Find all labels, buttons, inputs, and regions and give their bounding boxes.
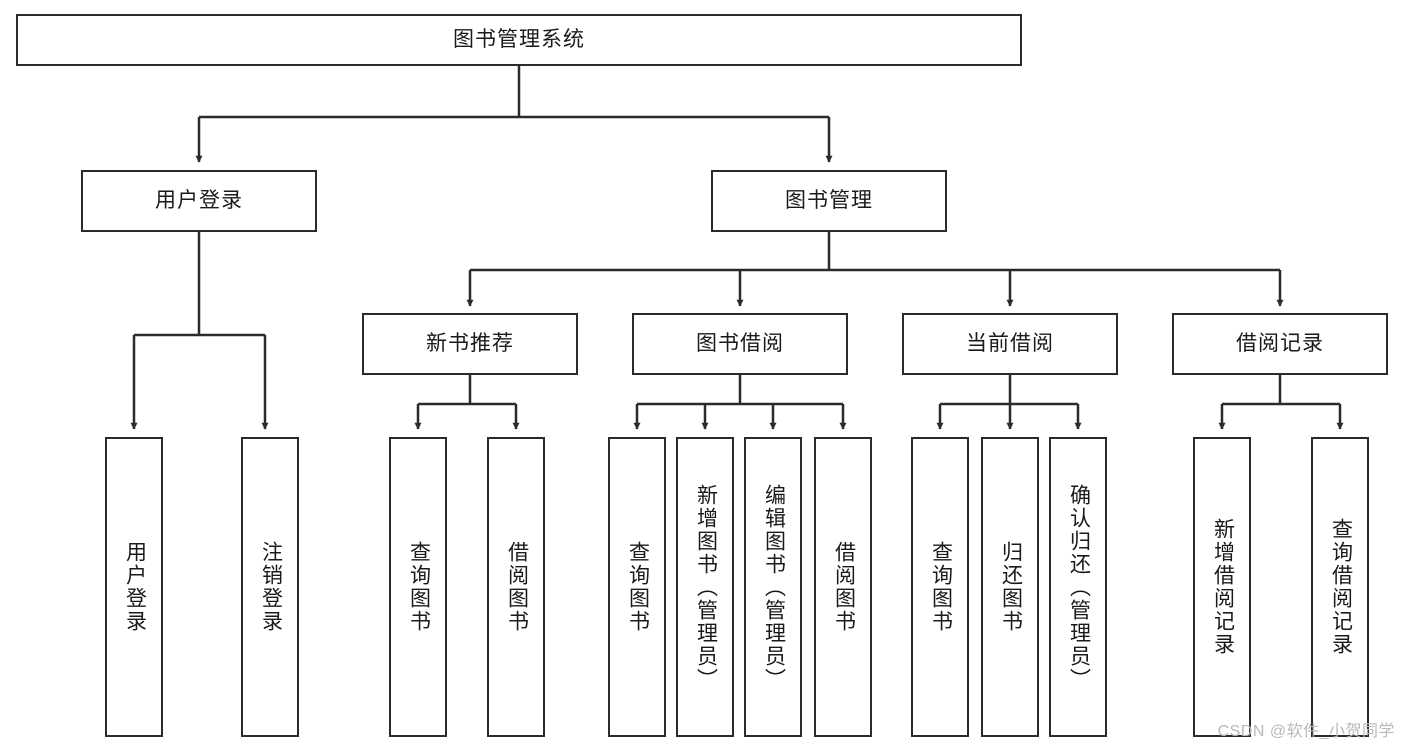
node-label: 新增图书（管理员）: [694, 483, 718, 691]
node-label: 确认归还（管理员）: [1067, 483, 1091, 691]
leaf-record-add-borrow-record[interactable]: 新增借阅记录: [1193, 437, 1251, 737]
node-book-borrowing[interactable]: 图书借阅: [632, 313, 848, 375]
leaf-book-borrow-add-book-admin[interactable]: 新增图书（管理员）: [676, 437, 734, 737]
edge-group-new-book: [414, 375, 520, 430]
node-book-management[interactable]: 图书管理: [711, 170, 947, 232]
node-new-book-recommendation[interactable]: 新书推荐: [362, 313, 578, 375]
node-label: 新书推荐: [426, 332, 514, 356]
edge-group-root: [195, 66, 833, 163]
node-label: 图书借阅: [696, 332, 784, 356]
node-label: 当前借阅: [966, 332, 1054, 356]
node-label: 查询借阅记录: [1329, 518, 1353, 656]
node-label: 编辑图书（管理员）: [762, 483, 786, 691]
leaf-book-borrow-edit-book-admin[interactable]: 编辑图书（管理员）: [744, 437, 802, 737]
edge-group-borrow-record: [1218, 375, 1344, 430]
leaf-current-borrow-query-books[interactable]: 查询图书: [911, 437, 969, 737]
leaf-user-login-logout[interactable]: 注销登录: [241, 437, 299, 737]
node-label: 归还图书: [999, 541, 1023, 633]
leaf-new-book-borrow-books[interactable]: 借阅图书: [487, 437, 545, 737]
node-label: 图书管理系统: [453, 28, 585, 52]
node-label: 注销登录: [259, 541, 283, 633]
node-user-login[interactable]: 用户登录: [81, 170, 317, 232]
edge-group-current-borrow: [936, 375, 1082, 430]
edge-group-book-manage: [466, 232, 1284, 307]
leaf-record-query-borrow-record[interactable]: 查询借阅记录: [1311, 437, 1369, 737]
edge-group-user-login: [130, 232, 269, 430]
leaf-book-borrow-borrow-books[interactable]: 借阅图书: [814, 437, 872, 737]
node-label: 查询图书: [929, 541, 953, 633]
leaf-book-borrow-query-books[interactable]: 查询图书: [608, 437, 666, 737]
node-label: 借阅图书: [505, 541, 529, 633]
leaf-new-book-query-books[interactable]: 查询图书: [389, 437, 447, 737]
node-label: 查询图书: [407, 541, 431, 633]
node-label: 图书管理: [785, 189, 873, 213]
node-label: 用户登录: [155, 189, 243, 213]
leaf-user-login-login[interactable]: 用户登录: [105, 437, 163, 737]
leaf-current-borrow-return-books[interactable]: 归还图书: [981, 437, 1039, 737]
node-label: 新增借阅记录: [1211, 518, 1235, 656]
node-label: 借阅记录: [1236, 332, 1324, 356]
node-current-borrowing[interactable]: 当前借阅: [902, 313, 1118, 375]
node-label: 借阅图书: [832, 541, 856, 633]
node-borrowing-record[interactable]: 借阅记录: [1172, 313, 1388, 375]
node-label: 用户登录: [123, 541, 147, 633]
node-root-book-management-system[interactable]: 图书管理系统: [16, 14, 1022, 66]
node-label: 查询图书: [626, 541, 650, 633]
leaf-current-borrow-confirm-return-admin[interactable]: 确认归还（管理员）: [1049, 437, 1107, 737]
edge-group-book-borrow: [633, 375, 847, 430]
